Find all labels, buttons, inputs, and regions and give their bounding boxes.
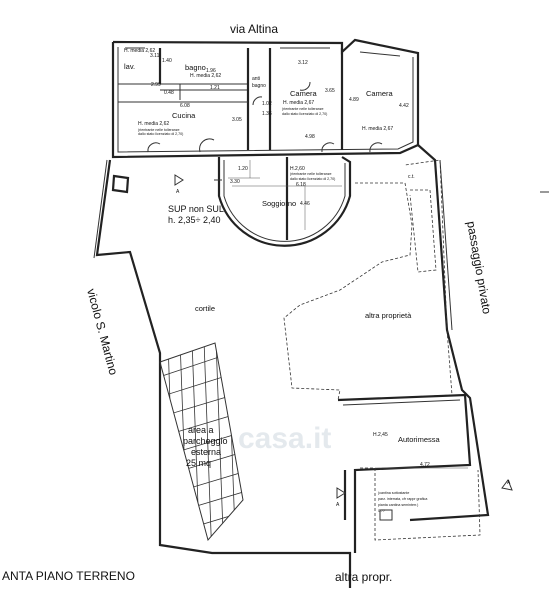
dim-305: 3.05 <box>232 117 242 123</box>
sup-label-2: h. 2,35÷ 2,40 <box>168 215 220 225</box>
soggiorno-toll-1: (rientrante nelle tolleranze <box>290 172 332 176</box>
cucina-toll-1: (rientrante nelle tolleranze <box>138 128 180 132</box>
bagno-height: H. media 2,62 <box>190 73 221 79</box>
cucina-toll-2: dallo stato licenziato di 2,70) <box>138 132 183 136</box>
room-camera-1: Camera <box>290 89 318 98</box>
cantina-note-3: pianta cantina seminterr.) <box>378 503 418 507</box>
parking-label-1: area a <box>188 425 214 435</box>
dim-140: 1.40 <box>162 58 172 64</box>
street-north-label: via Altina <box>230 22 278 36</box>
dim-618: 6.18 <box>296 182 306 188</box>
garage-height: H.2,45 <box>373 432 388 438</box>
dim-498: 4.98 <box>305 134 315 140</box>
sup-label-1: SUP non SUL <box>168 204 224 214</box>
soggiorno-toll-2: dallo stato licenziato di 2,70) <box>290 177 335 181</box>
camera2-height: H. media 2,67 <box>362 126 393 132</box>
building-walls <box>111 38 420 159</box>
dim-121: 1.21 <box>210 85 220 91</box>
room-antibagno-1: anti <box>252 76 260 82</box>
dim-136: 1.36 <box>262 111 272 117</box>
room-autorimessa: Autorimessa <box>398 435 441 444</box>
garage-block <box>337 393 481 553</box>
dim-330: 3.30 <box>230 179 240 185</box>
dim-120: 1.20 <box>238 166 248 172</box>
parking-label-2: parcheggio <box>183 436 228 446</box>
room-cucina: Cucina <box>172 111 196 120</box>
dim-472: 4.72 <box>420 462 430 468</box>
soggiorno-height: H.2,60 <box>290 166 305 172</box>
room-camera-2: Camera <box>366 89 394 98</box>
dim-446: 4.46 <box>300 201 310 207</box>
dim-048: 0.48 <box>164 90 174 96</box>
dim-312: 3.12 <box>298 60 308 66</box>
parking-label-3: esterna <box>191 447 221 457</box>
cantina-note-2: parz. interrata, cfr rappr grafica <box>378 497 427 501</box>
room-antibagno-2: bagno <box>252 83 266 89</box>
dim-102: 1.02 <box>262 101 272 107</box>
dim-608: 6.08 <box>180 103 190 109</box>
marker-a-1: A <box>176 189 180 195</box>
dim-489: 4.89 <box>349 97 359 103</box>
marker-a-2: A <box>336 502 340 508</box>
dim-299: 2.99 <box>151 82 161 88</box>
area-altra-proprieta: altra proprietà <box>365 311 412 320</box>
camera1-toll-1: (rientrante nelle tolleranze <box>282 107 324 111</box>
section-markers <box>174 174 549 499</box>
street-west-label: vicolo S. Martino <box>84 287 121 377</box>
room-soggiorno: Soggiorno <box>262 199 296 208</box>
cantina-note-1: (cantina sottostante <box>378 491 409 495</box>
room-bagno: bagno <box>185 63 206 72</box>
parking-label-4: 25 mq <box>186 458 211 468</box>
street-south-label: altra propr. <box>335 570 392 584</box>
plan-title: ANTA PIANO TERRENO <box>2 569 135 583</box>
room-lav: lav. <box>124 62 135 71</box>
dim-442: 4.42 <box>399 103 409 109</box>
other-property-boundary <box>283 159 453 401</box>
dim-196: 1.96 <box>206 68 216 74</box>
room-ct: c.t. <box>408 174 415 180</box>
dim-365: 3.65 <box>325 88 335 94</box>
camera1-toll-2: dallo stato licenziato di 2,70) <box>282 112 327 116</box>
watermark-logo: casa.it <box>238 422 331 455</box>
dim-077: 0.77 <box>378 509 385 513</box>
area-cortile: cortile <box>195 304 215 313</box>
lav-height: H. media 2,62 <box>124 48 155 54</box>
courtyard-walls <box>93 144 490 588</box>
dim-lav: 3.11 <box>150 53 160 59</box>
camera1-height: H. media 2,67 <box>283 100 314 106</box>
soggiorno-block <box>217 156 352 247</box>
marker-a-3: A <box>507 480 511 486</box>
cucina-height: H. media 2,62 <box>138 121 169 127</box>
street-east-label: passaggio privato <box>464 220 494 315</box>
